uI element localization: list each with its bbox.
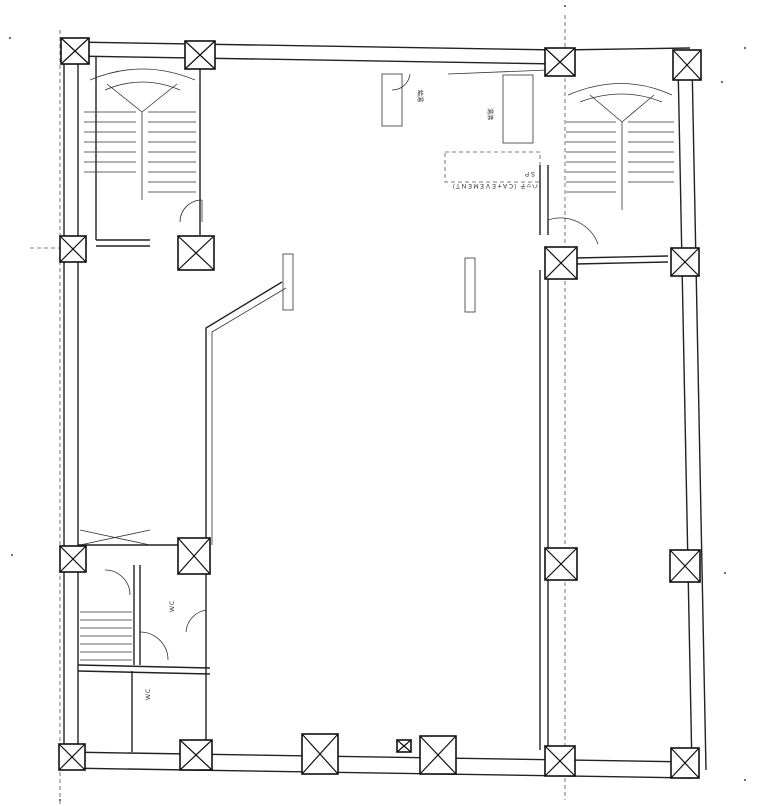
column-18 — [670, 747, 700, 779]
column-6 — [177, 235, 215, 271]
staircase-top-right — [566, 83, 674, 210]
fixtures — [79, 74, 534, 753]
label-lower-room-b: ＷＣ — [145, 688, 152, 700]
column-11 — [544, 547, 578, 581]
label-note: ハッチ（ＣＡ+ＥＶＥＭＥＮＴ） — [449, 182, 538, 189]
label-note-small: ＳＰ — [524, 170, 536, 177]
column-12 — [669, 549, 701, 583]
reference-dots — [9, 5, 746, 801]
staircase-bottom-left — [80, 611, 132, 661]
column-17 — [544, 745, 576, 777]
column-10 — [177, 537, 211, 575]
column-4 — [672, 49, 702, 81]
column-7 — [544, 246, 578, 280]
column-3 — [544, 47, 576, 77]
column-9 — [59, 545, 87, 573]
column-1 — [60, 37, 90, 65]
room-labels: 給湯 湯沸 ハッチ（ＣＡ+ＥＶＥＭＥＮＴ） ＳＰ ＷＣ ＷＣ — [145, 90, 538, 700]
column-2 — [184, 40, 216, 70]
outer-walls — [30, 15, 707, 805]
column-5 — [59, 235, 87, 263]
doors — [104, 73, 599, 661]
column-14 — [179, 739, 213, 771]
label-top-room: 給湯 — [416, 90, 424, 102]
label-utility: 湯沸 — [486, 108, 494, 120]
interior-partitions — [77, 56, 669, 752]
column-16 — [419, 735, 457, 775]
structural-columns — [58, 37, 702, 779]
column-8 — [670, 247, 700, 277]
label-lower-room-a: ＷＣ — [169, 600, 176, 612]
column-15 — [301, 733, 339, 775]
column-13 — [58, 743, 86, 771]
staircase-top-left — [84, 68, 196, 200]
